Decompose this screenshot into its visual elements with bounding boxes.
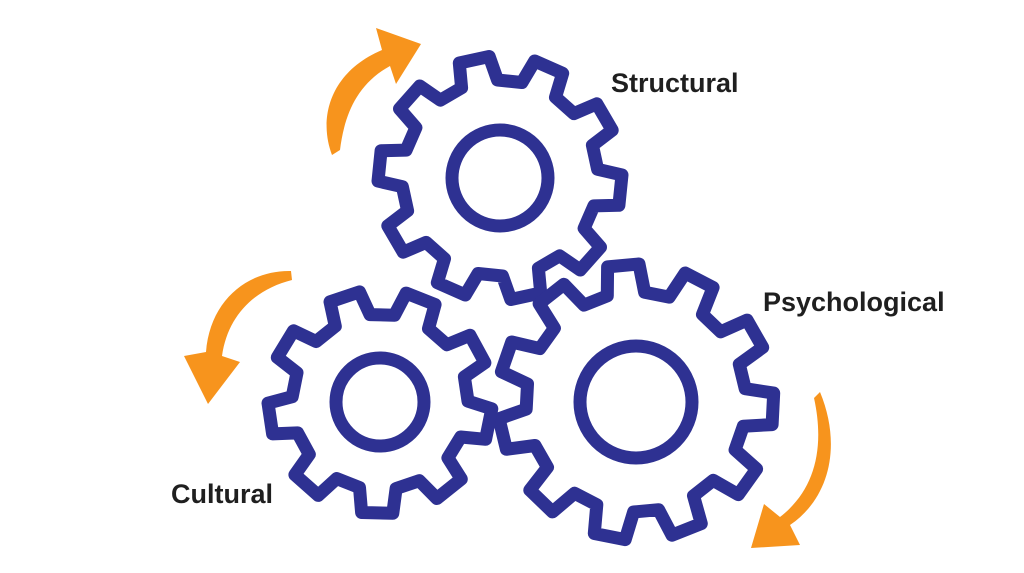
label-structural: Structural — [611, 68, 739, 98]
arrow-left-icon — [184, 270, 292, 404]
gears-layer — [261, 50, 781, 547]
label-psychological: Psychological — [763, 287, 945, 317]
gear-psychological — [492, 257, 781, 547]
gear-cultural — [261, 285, 499, 520]
arrow-bottom-right-icon — [751, 392, 831, 548]
gear-structural — [371, 50, 629, 306]
arrow-top-left-icon — [326, 28, 421, 155]
gear-cultural-hub — [329, 351, 431, 453]
label-cultural: Cultural — [171, 479, 274, 509]
arrows-layer — [184, 28, 831, 548]
gear-structural-hub — [445, 123, 555, 233]
gear-psychological-hub — [573, 339, 699, 465]
